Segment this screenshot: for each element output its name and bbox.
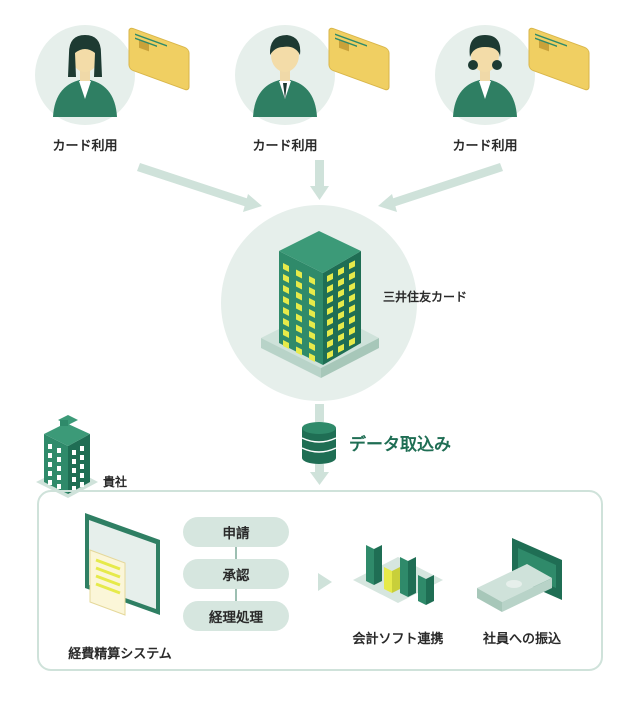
window-icon: [309, 276, 315, 285]
window-icon: [48, 480, 52, 485]
window-icon: [283, 340, 289, 349]
window-icon: [296, 324, 302, 334]
window-icon: [57, 484, 61, 489]
window-icon: [48, 462, 52, 467]
user-3-icon: [435, 25, 590, 125]
window-icon: [57, 448, 61, 453]
window-icon: [296, 346, 302, 356]
window-icon: [327, 295, 333, 304]
arrow-user2-to-issuer: [310, 160, 329, 200]
company-building-icon: [36, 415, 98, 498]
window-icon: [349, 293, 355, 303]
window-icon: [296, 291, 302, 301]
window-icon: [296, 313, 302, 323]
window-icon: [338, 277, 344, 287]
window-icon: [309, 298, 315, 307]
accounting-label: 会計ソフト連携: [352, 632, 444, 647]
arrow-user1-to-issuer: [137, 163, 262, 212]
window-icon: [48, 453, 52, 458]
window-icon: [296, 302, 302, 312]
accounting-chart-icon: [353, 545, 443, 605]
window-icon: [309, 320, 315, 329]
window-icon: [72, 450, 76, 455]
window-icon: [296, 335, 302, 345]
user-1-icon: [35, 25, 190, 125]
issuer-building-windows: [283, 260, 355, 362]
company-box: [37, 490, 603, 671]
issuer-circle: [221, 205, 417, 401]
window-icon: [338, 266, 344, 276]
payroll-transfer-icon: [477, 538, 562, 612]
window-icon: [338, 310, 344, 320]
window-icon: [80, 455, 84, 460]
expense-system-icon: [85, 513, 160, 616]
window-icon: [327, 317, 333, 326]
window-icon: [72, 459, 76, 464]
step-approval: 承認: [183, 559, 289, 589]
import-arrow: [310, 404, 329, 485]
window-icon: [349, 282, 355, 292]
window-icon: [80, 482, 84, 487]
window-icon: [72, 477, 76, 482]
window-icon: [309, 331, 315, 340]
window-icon: [327, 306, 333, 315]
window-icon: [327, 273, 333, 282]
step-accounting-process: 経理処理: [183, 601, 289, 631]
window-icon: [338, 299, 344, 309]
window-icon: [309, 309, 315, 318]
window-icon: [283, 263, 289, 272]
window-icon: [283, 296, 289, 305]
expense-system-label: 経費精算システム: [68, 647, 172, 662]
window-icon: [72, 486, 76, 491]
database-icon: [301, 422, 337, 464]
issuer-label: 三井住友カード: [383, 290, 468, 304]
window-icon: [338, 288, 344, 298]
window-icon: [327, 284, 333, 293]
step-application: 申請: [183, 517, 289, 547]
payroll-label: 社員への振込: [482, 632, 562, 647]
window-icon: [283, 329, 289, 338]
window-icon: [72, 468, 76, 473]
window-icon: [296, 269, 302, 279]
window-icon: [80, 464, 84, 469]
window-icon: [349, 260, 355, 270]
window-icon: [309, 287, 315, 296]
window-icon: [283, 307, 289, 316]
window-icon: [283, 318, 289, 327]
window-icon: [80, 446, 84, 451]
window-icon: [327, 339, 333, 348]
window-icon: [80, 473, 84, 478]
window-icon: [338, 332, 344, 342]
window-icon: [349, 315, 355, 325]
data-import-label: データ取込み: [349, 435, 451, 455]
window-icon: [48, 444, 52, 449]
window-icon: [57, 457, 61, 462]
flow-arrow: [318, 573, 332, 591]
window-icon: [349, 271, 355, 281]
window-icon: [338, 343, 344, 353]
window-icon: [327, 328, 333, 337]
window-icon: [296, 280, 302, 290]
window-icon: [283, 285, 289, 294]
arrow-user3-to-issuer: [378, 163, 503, 212]
window-icon: [48, 471, 52, 476]
company-label: 貴社: [103, 475, 128, 489]
window-icon: [338, 321, 344, 331]
window-icon: [309, 353, 315, 362]
user-2-icon: [235, 25, 390, 125]
window-icon: [57, 466, 61, 471]
window-icon: [327, 350, 333, 359]
window-icon: [57, 475, 61, 480]
window-icon: [349, 326, 355, 336]
window-icon: [349, 337, 355, 347]
window-icon: [349, 304, 355, 314]
window-icon: [283, 274, 289, 283]
window-icon: [309, 342, 315, 351]
